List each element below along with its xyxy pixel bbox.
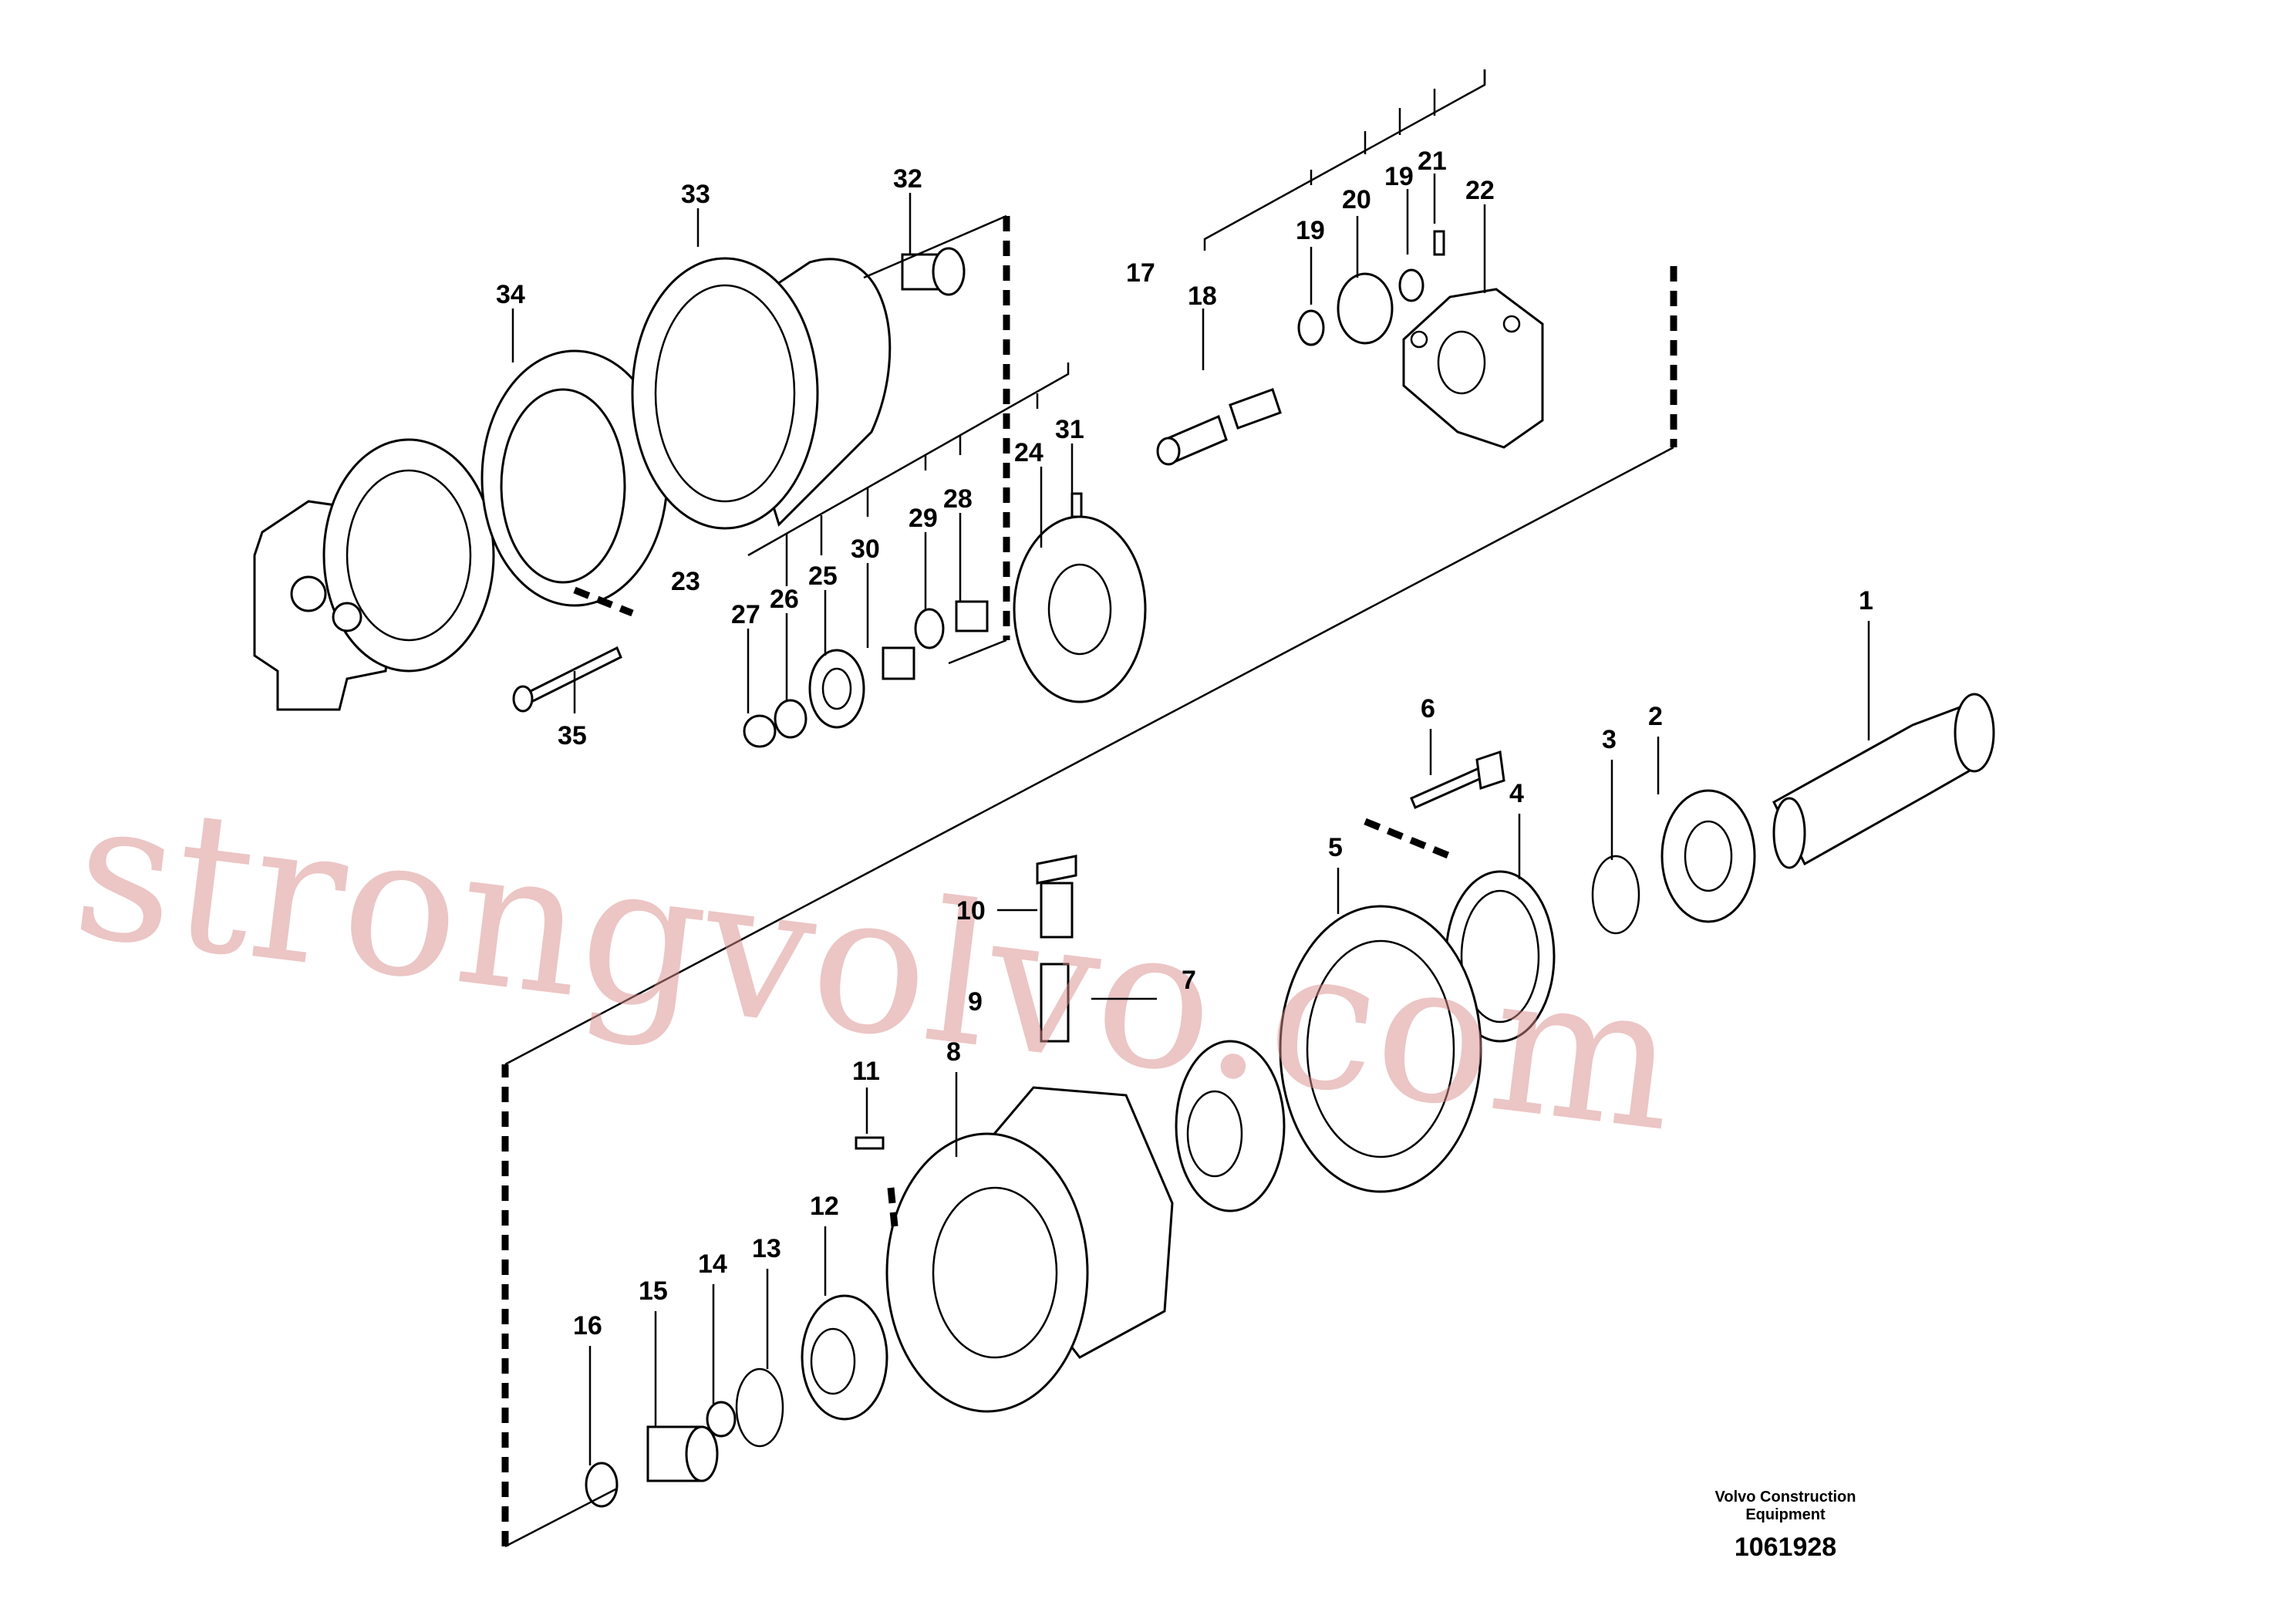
part-label-9: 9 xyxy=(968,987,983,1017)
part-label-1: 1 xyxy=(1859,586,1873,615)
part-label-3: 3 xyxy=(1602,725,1617,754)
part-15-gear xyxy=(646,1425,719,1482)
part-label-33: 33 xyxy=(681,180,710,209)
part-label-4: 4 xyxy=(1509,779,1524,808)
part-12-bearing xyxy=(801,1294,888,1421)
watermark: strongvolvo.com xyxy=(64,756,1688,1175)
caption-company: Volvo Construction xyxy=(1715,1489,1856,1506)
part-label-27: 27 xyxy=(731,600,760,629)
part-label-8: 8 xyxy=(946,1037,961,1067)
part-33-ring-gear xyxy=(631,257,892,530)
part-label-21: 21 xyxy=(1418,147,1447,176)
caption-block: Volvo Construction Equipment 1061928 xyxy=(1715,1489,1856,1562)
part-label-34: 34 xyxy=(496,280,525,309)
assembly-lines xyxy=(501,214,1677,1548)
part-label-28: 28 xyxy=(943,484,973,514)
part-11-pin xyxy=(855,1136,885,1150)
part-24-carrier xyxy=(1013,492,1147,703)
part-label-6: 6 xyxy=(1421,694,1435,723)
part-10-fitting xyxy=(1036,855,1077,1043)
part-label-19: 19 xyxy=(1296,216,1325,245)
part-label-10: 10 xyxy=(956,896,986,926)
part-7-roller-bearing xyxy=(1175,1040,1286,1212)
part-label-29: 29 xyxy=(909,504,938,533)
part-13-o-ring xyxy=(735,1367,784,1448)
part-35-bolt xyxy=(512,646,622,713)
caption-subtitle: Equipment xyxy=(1745,1506,1826,1523)
part-label-22: 22 xyxy=(1465,176,1495,205)
part-22-carrier-flange xyxy=(1402,288,1544,449)
planet-gear-set-second xyxy=(1156,230,1445,466)
part-14-washer xyxy=(706,1401,737,1438)
part-label-32: 32 xyxy=(893,164,922,194)
part-label-19: 19 xyxy=(1384,162,1414,191)
part-label-18: 18 xyxy=(1188,282,1217,311)
part-34-flange xyxy=(480,349,669,607)
part-3-o-ring xyxy=(1591,855,1640,935)
part-16-washer xyxy=(585,1462,619,1508)
part-label-24: 24 xyxy=(1014,438,1043,467)
part-label-5: 5 xyxy=(1328,833,1343,862)
part-1-shaft xyxy=(1772,693,1995,869)
part-label-11: 11 xyxy=(852,1057,880,1086)
part-label-23: 23 xyxy=(671,567,700,596)
part-label-2: 2 xyxy=(1648,702,1663,731)
drawing-number: 1061928 xyxy=(1735,1533,1836,1562)
part-5-flange-ring xyxy=(1279,905,1482,1193)
part-label-30: 30 xyxy=(851,534,880,564)
part-label-12: 12 xyxy=(810,1192,839,1221)
part-label-31: 31 xyxy=(1055,415,1084,444)
part-label-15: 15 xyxy=(639,1276,668,1306)
part-label-35: 35 xyxy=(558,721,587,750)
part-label-13: 13 xyxy=(752,1234,781,1263)
part-32-sun-gear xyxy=(901,247,966,296)
part-label-20: 20 xyxy=(1342,185,1371,214)
part-labels: 1 2 3 4 5 6 7 8 9 10 11 12 13 14 15 16 xyxy=(496,69,1873,1465)
part-label-25: 25 xyxy=(808,561,838,591)
part-label-26: 26 xyxy=(770,585,799,614)
part-label-14: 14 xyxy=(698,1249,727,1279)
part-label-17: 17 xyxy=(1126,258,1155,288)
part-label-7: 7 xyxy=(1182,966,1196,995)
part-label-16: 16 xyxy=(573,1311,602,1340)
hydraulic-motor xyxy=(253,438,495,711)
part-6-bolt xyxy=(1410,750,1505,809)
part-8-housing xyxy=(885,1086,1174,1413)
planet-gear-set-upper xyxy=(743,600,989,748)
part-2-seal xyxy=(1660,789,1756,923)
